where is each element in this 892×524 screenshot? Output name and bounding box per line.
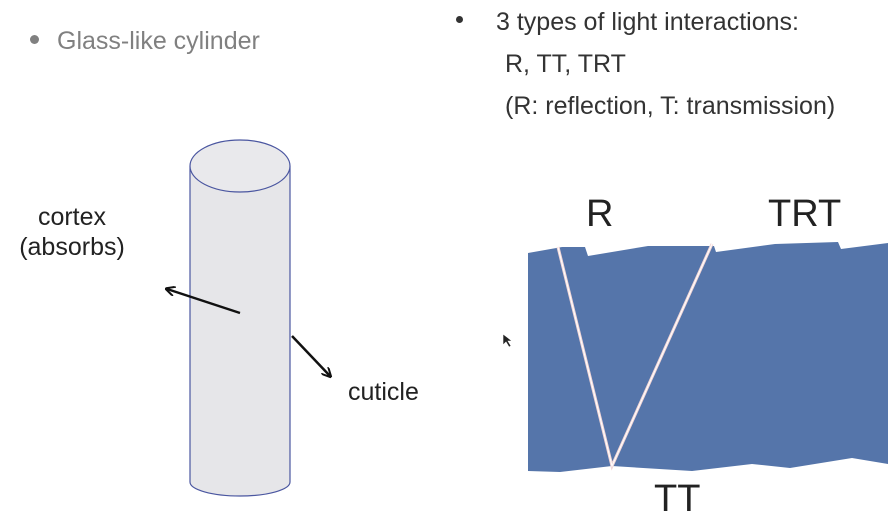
bullet-dot-icon	[30, 34, 39, 44]
hair-fiber-diagram	[528, 242, 888, 472]
cortex-arrow	[167, 289, 241, 315]
mouse-cursor-icon	[502, 333, 513, 348]
left-bullet-text: Glass-like cylinder	[57, 27, 260, 55]
label-TT: TT	[654, 478, 701, 520]
cuticle-arrow	[291, 335, 330, 376]
ray-inner-highlight	[557, 243, 713, 468]
left-bullet-point: Glass-like cylinder	[30, 27, 260, 56]
cortex-label-line2: (absorbs)	[19, 233, 125, 261]
bullet-dot-icon	[456, 15, 463, 23]
right-bullet-line1: 3 types of light interactions:	[496, 8, 799, 36]
hair-fiber-body	[528, 242, 888, 472]
right-bullet-point: 3 types of light interactions:	[456, 8, 799, 37]
cortex-label: cortex (absorbs)	[10, 202, 134, 262]
cortex-label-line1: cortex	[37, 203, 107, 231]
cylinder-diagram	[167, 139, 330, 497]
label-TRT: TRT	[768, 193, 842, 235]
reflection-label-R: R	[586, 193, 614, 235]
right-bullet-line2: R, TT, TRT	[505, 50, 626, 78]
cuticle-label: cuticle	[348, 378, 419, 406]
cylinder-top-cap	[189, 139, 291, 193]
cylinder-body	[189, 166, 291, 497]
right-bullet-line3: (R: reflection, T: transmission)	[505, 92, 836, 120]
